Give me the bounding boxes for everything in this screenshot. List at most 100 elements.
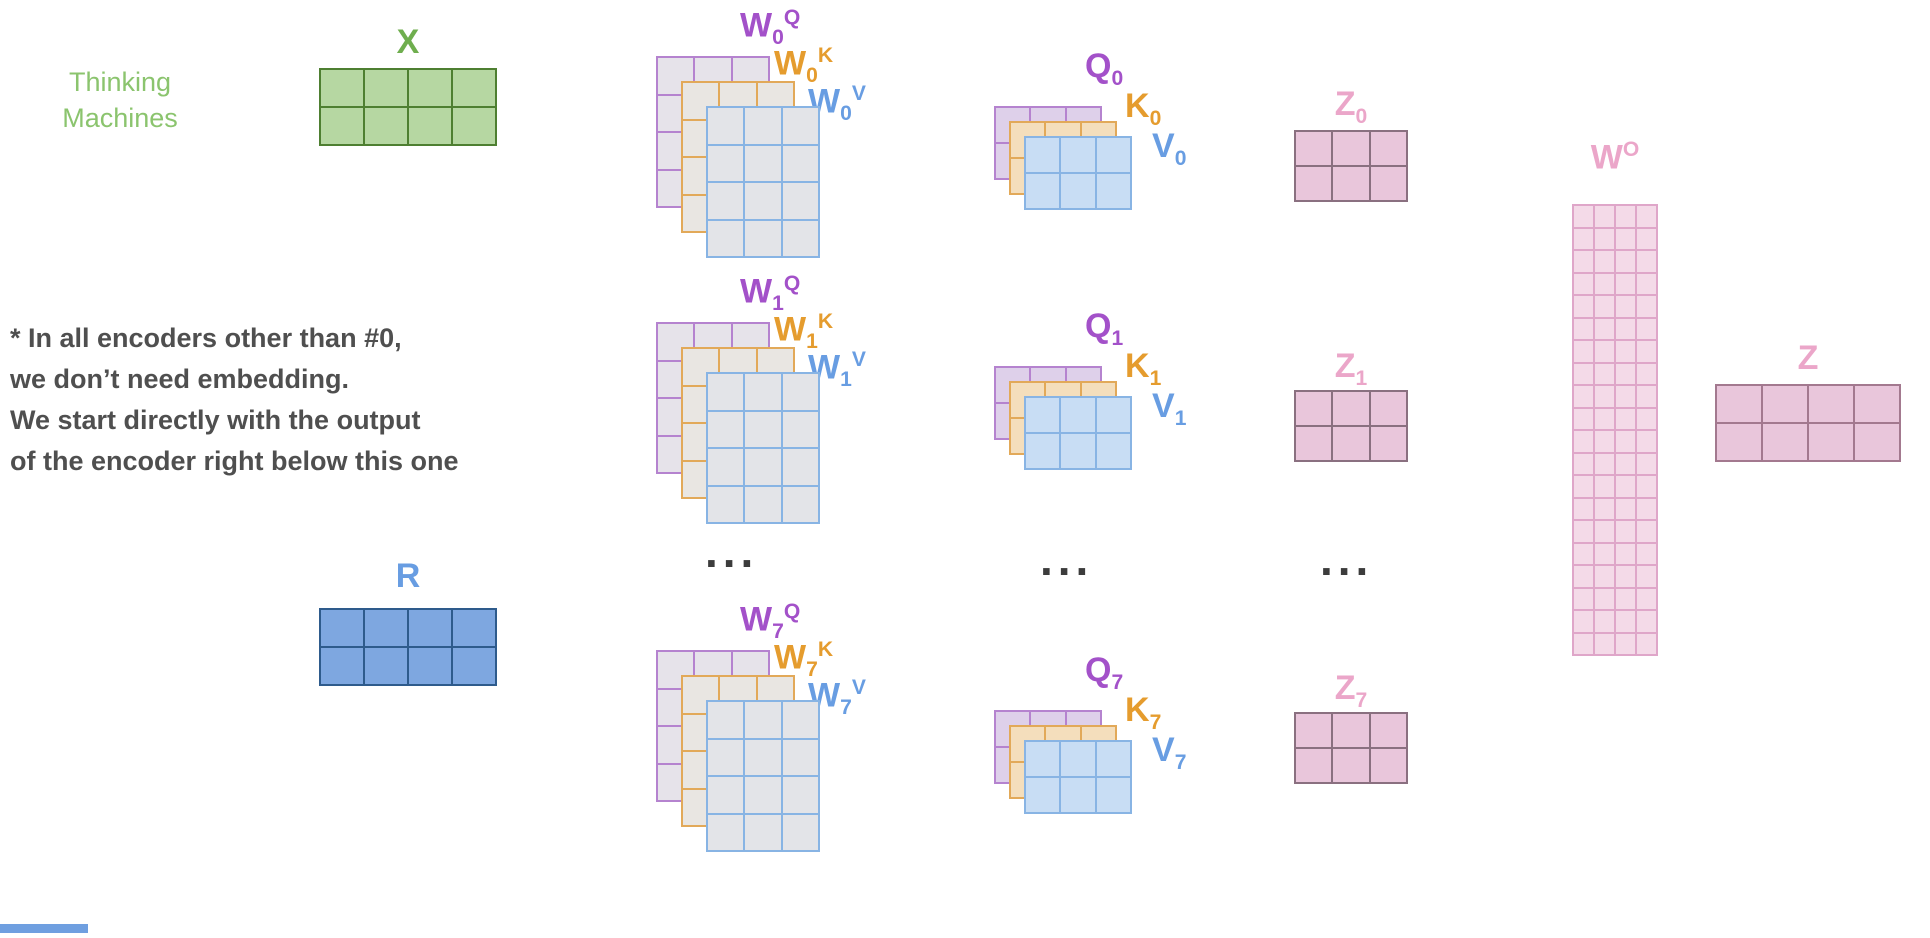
matrix-cell bbox=[1616, 611, 1635, 632]
matrix-cell bbox=[745, 108, 781, 144]
w7k-label: W7K bbox=[774, 638, 833, 681]
matrix-cell bbox=[1637, 453, 1656, 474]
matrix-cell bbox=[782, 702, 818, 738]
matrix-cell bbox=[1574, 251, 1593, 272]
matrix-cell bbox=[782, 108, 818, 144]
matrix-cell bbox=[1370, 132, 1406, 165]
matrix-cell bbox=[1616, 273, 1635, 294]
matrix-cell bbox=[1061, 434, 1095, 468]
label-sub: 1 bbox=[1111, 326, 1124, 350]
matrix-cell bbox=[1616, 453, 1635, 474]
label-sub: 7 bbox=[1355, 688, 1368, 712]
label-sup: V bbox=[851, 348, 866, 371]
matrix-cell bbox=[708, 220, 744, 256]
label-sup: Q bbox=[783, 6, 801, 29]
matrix-cell bbox=[1616, 476, 1635, 497]
matrix-cell bbox=[1574, 341, 1593, 362]
matrix-cell bbox=[782, 183, 818, 219]
label-sup: V bbox=[851, 676, 866, 699]
matrix-cell bbox=[1616, 318, 1635, 339]
matrix-cell bbox=[708, 108, 744, 144]
ellipsis-weights-column: ... bbox=[705, 525, 759, 577]
matrix-cell bbox=[1809, 424, 1853, 460]
matrix-cell bbox=[1637, 408, 1656, 429]
matrix-cell bbox=[1096, 398, 1130, 432]
matrix-cell bbox=[708, 374, 744, 410]
matrix-cell bbox=[1096, 174, 1130, 208]
label-base: W bbox=[740, 272, 773, 311]
matrix-cell bbox=[1637, 476, 1656, 497]
matrix-cell bbox=[1574, 206, 1593, 227]
v0-label: V0 bbox=[1152, 127, 1187, 170]
matrix-cell bbox=[782, 411, 818, 447]
matrix-cell bbox=[1616, 566, 1635, 587]
matrix-cell bbox=[1616, 341, 1635, 362]
matrix-cell bbox=[782, 814, 818, 850]
matrix-cell bbox=[1574, 453, 1593, 474]
w0v-label: W0V bbox=[808, 82, 866, 125]
label-base: Q bbox=[1085, 307, 1112, 345]
matrix-cell bbox=[1061, 174, 1095, 208]
matrix-cell bbox=[1574, 566, 1593, 587]
matrix-cell bbox=[745, 220, 781, 256]
label-base: W bbox=[740, 600, 773, 639]
v7-matrix bbox=[1024, 740, 1132, 814]
matrix-cell bbox=[453, 108, 495, 144]
z1-label: Z1 bbox=[1294, 347, 1408, 390]
label-base: K bbox=[1125, 691, 1150, 729]
matrix-cell bbox=[1574, 611, 1593, 632]
w7q-label: W7Q bbox=[740, 600, 800, 643]
matrix-cell bbox=[1370, 392, 1406, 425]
matrix-cell bbox=[708, 814, 744, 850]
matrix-cell bbox=[1763, 386, 1807, 422]
wo-label: WO bbox=[1560, 138, 1670, 177]
z1-matrix bbox=[1294, 390, 1408, 462]
matrix-cell bbox=[1637, 498, 1656, 519]
matrix-cell bbox=[1026, 398, 1060, 432]
v1-matrix bbox=[1024, 396, 1132, 470]
matrix-cell bbox=[1637, 588, 1656, 609]
matrix-cell bbox=[1595, 476, 1614, 497]
matrix-cell bbox=[1616, 251, 1635, 272]
matrix-cell bbox=[745, 145, 781, 181]
matrix-cell bbox=[708, 449, 744, 485]
matrix-cell bbox=[745, 739, 781, 775]
matrix-cell bbox=[1595, 228, 1614, 249]
matrix-cell bbox=[409, 610, 451, 646]
matrix-cell bbox=[1616, 521, 1635, 542]
matrix-cell bbox=[708, 183, 744, 219]
matrix-cell bbox=[1616, 543, 1635, 564]
v0-matrix bbox=[1024, 136, 1132, 210]
matrix-cell bbox=[1096, 742, 1130, 776]
matrix-cell bbox=[745, 449, 781, 485]
q1-label: Q1 bbox=[1085, 307, 1124, 350]
label-base: Z bbox=[1334, 347, 1356, 385]
label-sub: 7 bbox=[806, 658, 818, 682]
matrix-cell bbox=[1595, 341, 1614, 362]
matrix-cell bbox=[1637, 566, 1656, 587]
matrix-cell bbox=[782, 449, 818, 485]
label-sub: 0 bbox=[1149, 106, 1162, 130]
matrix-cell bbox=[1595, 633, 1614, 654]
w1k-label: W1K bbox=[774, 310, 833, 353]
matrix-cell bbox=[1595, 588, 1614, 609]
matrix-cell bbox=[1595, 386, 1614, 407]
matrix-cell bbox=[1061, 778, 1095, 812]
matrix-cell bbox=[1333, 132, 1369, 165]
matrix-cell bbox=[321, 610, 363, 646]
label-sub: 0 bbox=[1174, 146, 1187, 170]
matrix-cell bbox=[1333, 392, 1369, 425]
matrix-cell bbox=[745, 374, 781, 410]
matrix-cell bbox=[782, 374, 818, 410]
brand-line1: Thinking bbox=[68, 67, 172, 97]
matrix-cell bbox=[1574, 521, 1593, 542]
matrix-cell bbox=[1616, 408, 1635, 429]
brand-line2: Machines bbox=[62, 103, 178, 133]
wo-matrix bbox=[1572, 204, 1658, 656]
matrix-cell bbox=[1616, 431, 1635, 452]
z-output-matrix bbox=[1715, 384, 1901, 462]
matrix-cell bbox=[1574, 588, 1593, 609]
label-sub: 7 bbox=[1111, 670, 1124, 694]
matrix-cell bbox=[1096, 778, 1130, 812]
